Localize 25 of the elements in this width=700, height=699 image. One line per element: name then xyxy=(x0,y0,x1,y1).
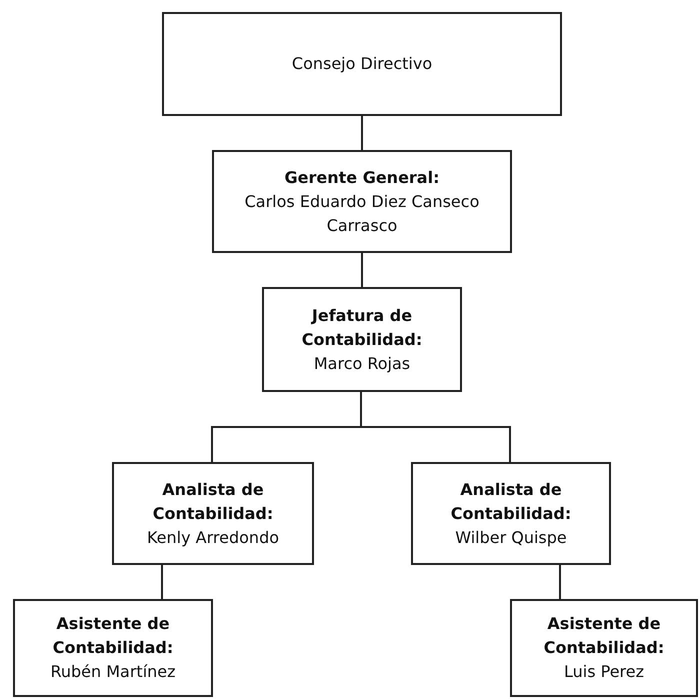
person-name: Wilber Quispe xyxy=(455,526,567,548)
person-name: Rubén Martínez xyxy=(50,661,176,683)
org-box xyxy=(162,12,562,116)
org-box xyxy=(262,287,462,392)
box-title: Consejo Directivo xyxy=(292,53,432,75)
person-name: Carlos Eduardo Diez Canseco Carrasco xyxy=(244,190,480,236)
role-title: Gerente General: xyxy=(284,166,440,188)
connector-line xyxy=(361,253,363,287)
connector-line xyxy=(361,116,363,150)
org-box xyxy=(411,462,611,565)
role-title: Analista de Contabilidad: xyxy=(152,478,274,524)
role-title: Analista de Contabilidad: xyxy=(450,478,572,524)
connector-line xyxy=(559,565,561,599)
org-box xyxy=(510,599,698,697)
org-box xyxy=(13,599,213,697)
person-name: Marco Rojas xyxy=(314,352,410,374)
connector-line xyxy=(161,565,163,599)
person-name: Kenly Arredondo xyxy=(146,526,280,548)
person-name: Luis Perez xyxy=(564,661,644,683)
role-title: Asistente de Contabilidad: xyxy=(52,613,174,659)
org-box xyxy=(212,150,512,253)
role-title: Asistente de Contabilidad: xyxy=(542,613,666,659)
role-title: Jefatura de Contabilidad: xyxy=(300,304,424,350)
connector-line xyxy=(360,392,511,462)
org-box xyxy=(112,462,314,565)
